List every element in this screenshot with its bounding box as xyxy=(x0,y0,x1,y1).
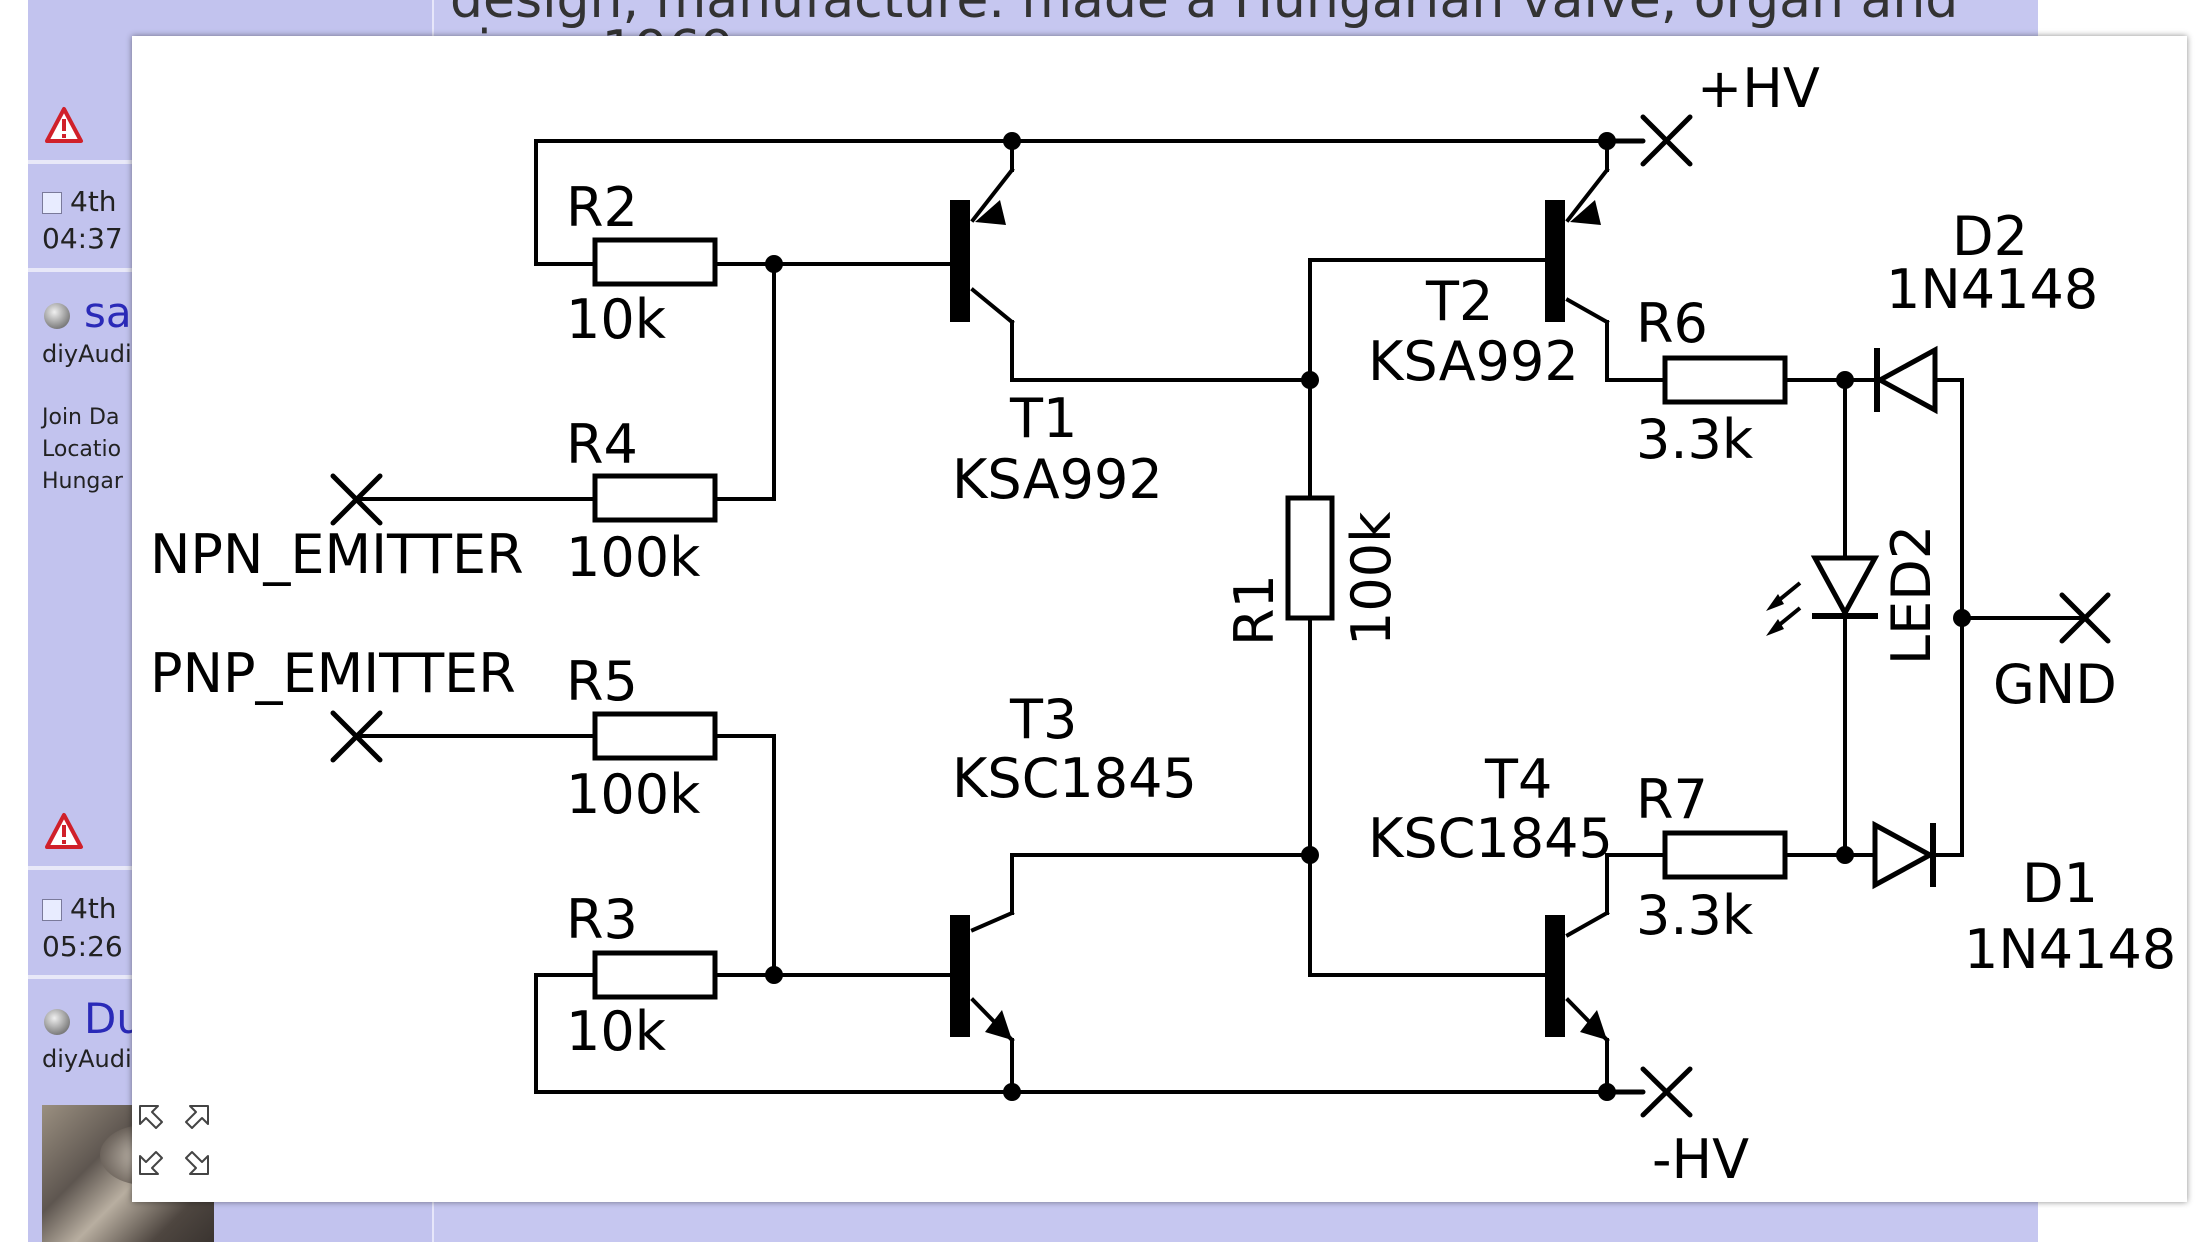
post-icon xyxy=(42,899,62,921)
transistor-emitter xyxy=(1565,167,1610,223)
part-t2: KSA992 xyxy=(1368,330,1579,393)
transistor-collector xyxy=(970,287,1015,325)
label-r1: R1 xyxy=(1223,574,1286,646)
value-r3: 10k xyxy=(566,1000,667,1063)
label-d2: D2 xyxy=(1952,205,2028,268)
terminal-pnp-emitter xyxy=(330,710,383,763)
terminal-hv-neg xyxy=(1640,1066,1693,1118)
post-time: 05:26 xyxy=(42,930,123,963)
warning-icon[interactable] xyxy=(44,106,84,146)
status-dot-icon xyxy=(44,303,70,329)
resistor-r4 xyxy=(592,473,718,523)
post-icon xyxy=(42,192,62,214)
location-label: Locatio xyxy=(42,437,122,462)
resistor-r1 xyxy=(1285,495,1335,621)
post-time: 04:37 xyxy=(42,222,123,255)
username-link[interactable]: sa xyxy=(84,288,132,337)
led-led2 xyxy=(1766,555,1880,636)
label-t3: T3 xyxy=(1009,688,1077,751)
label-r2: R2 xyxy=(566,176,638,239)
wire xyxy=(1605,853,1667,915)
transistor-arrow xyxy=(1580,1010,1607,1040)
transistor-arrow xyxy=(985,1010,1012,1040)
value-r6: 3.3k xyxy=(1636,408,1754,471)
transistor-t1-base xyxy=(950,200,970,322)
resistor-r6 xyxy=(1662,355,1788,405)
part-t3: KSC1845 xyxy=(952,747,1197,810)
wire xyxy=(1605,320,1667,382)
terminal-gnd xyxy=(2059,592,2111,644)
value-r4: 100k xyxy=(566,526,701,589)
value-r7: 3.3k xyxy=(1636,884,1754,947)
page-margin-left xyxy=(0,0,28,1242)
label-r5: R5 xyxy=(566,650,638,713)
transistor-collector xyxy=(1565,297,1610,325)
value-r2: 10k xyxy=(566,288,667,351)
expand-image-button[interactable] xyxy=(134,1100,214,1180)
part-d2: 1N4148 xyxy=(1886,258,2098,321)
label-pnp-emitter: PNP_EMITTER xyxy=(150,642,516,705)
terminal-npn-emitter xyxy=(330,473,383,526)
label-r7: R7 xyxy=(1636,768,1708,831)
value-r5: 100k xyxy=(566,763,701,826)
resistor-r2 xyxy=(592,237,718,287)
label-t2: T2 xyxy=(1425,270,1493,333)
expand-icon xyxy=(139,1105,209,1175)
image-lightbox[interactable]: R2 10k R4 100k R5 100k R3 10k R1 100k R6… xyxy=(132,36,2187,1202)
user-title: diyAudi xyxy=(42,1045,132,1073)
schematic-diagram: R2 10k R4 100k R5 100k R3 10k R1 100k R6… xyxy=(150,57,2176,1191)
part-d1: 1N4148 xyxy=(1964,918,2176,981)
transistor-collector xyxy=(970,910,1015,933)
wire xyxy=(1010,320,1312,382)
label-npn-emitter: NPN_EMITTER xyxy=(150,523,524,586)
value-r1: 100k xyxy=(1340,511,1403,646)
label-r6: R6 xyxy=(1636,292,1708,355)
label-led2: LED2 xyxy=(1880,525,1943,665)
wire xyxy=(713,734,776,977)
wire xyxy=(1308,853,1552,977)
label-hv-pos: +HV xyxy=(1697,57,1820,120)
label-hv-neg: -HV xyxy=(1652,1128,1749,1191)
part-t1: KSA992 xyxy=(952,448,1163,511)
label-t1: T1 xyxy=(1009,387,1077,450)
transistor-emitter xyxy=(970,167,1015,223)
label-r3: R3 xyxy=(566,888,638,951)
wire-bottom-rail xyxy=(534,973,1614,1094)
label-r4: R4 xyxy=(566,413,638,476)
transistor-t3-base xyxy=(950,915,970,1037)
transistor-t2-base xyxy=(1545,200,1565,322)
diode-d2 xyxy=(1874,345,1938,415)
transistor-arrow xyxy=(975,200,1006,225)
label-gnd: GND xyxy=(1993,653,2117,716)
post-date: 4th xyxy=(42,185,117,218)
terminal-hv-pos xyxy=(1640,114,1693,167)
label-t4: T4 xyxy=(1484,748,1552,811)
status-dot-icon xyxy=(44,1009,70,1035)
diode-d1 xyxy=(1872,820,1936,890)
wire xyxy=(1010,853,1312,915)
part-t4: KSC1845 xyxy=(1368,807,1613,870)
label-d1: D1 xyxy=(2022,852,2098,915)
post-text-line: design, manufacture. made a Hungarian va… xyxy=(450,0,1959,30)
resistor-r3 xyxy=(592,950,718,1000)
junction-dots xyxy=(765,132,1971,1101)
resistor-r5 xyxy=(592,711,718,761)
transistor-collector xyxy=(1565,910,1610,938)
transistor-arrow xyxy=(1570,200,1601,225)
transistor-t4-base xyxy=(1545,915,1565,1037)
wire-top-rail xyxy=(534,139,1614,266)
post-date: 4th xyxy=(42,892,117,925)
warning-icon[interactable] xyxy=(44,812,84,852)
resistor-r7 xyxy=(1662,830,1788,880)
location-value: Hungar xyxy=(42,469,123,494)
join-date-label: Join Da xyxy=(42,405,120,430)
user-title: diyAudi xyxy=(42,340,132,368)
